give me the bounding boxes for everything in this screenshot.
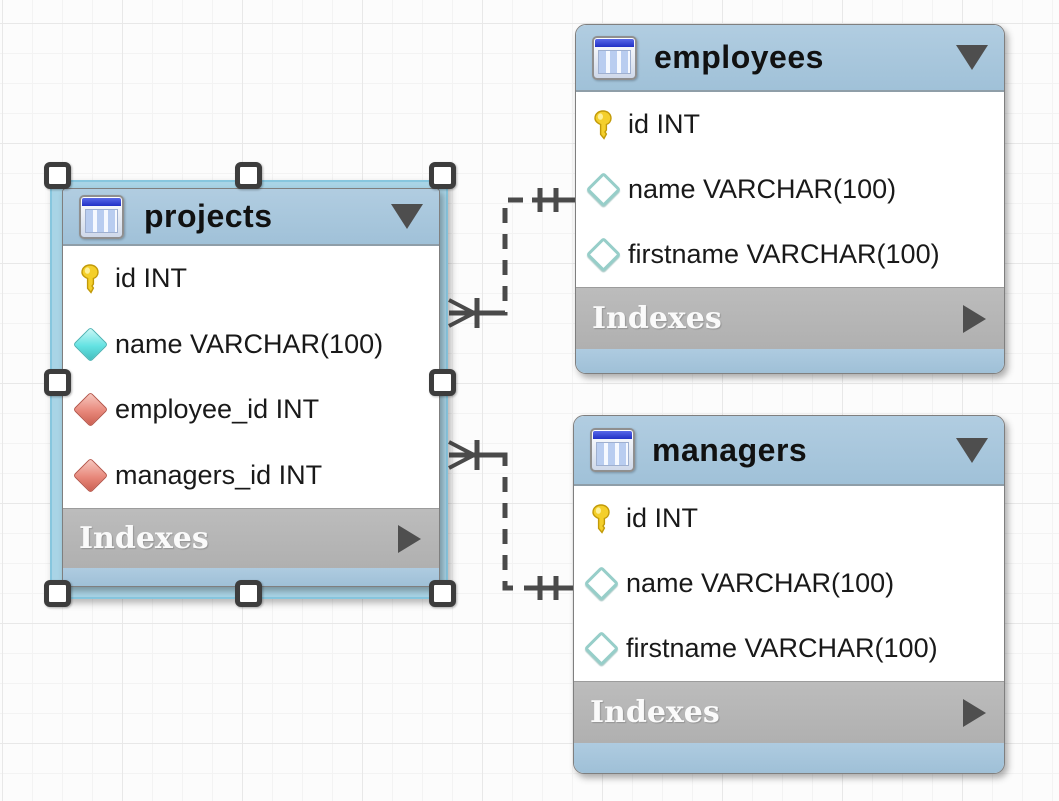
column-label: name VARCHAR(100) xyxy=(626,568,895,598)
relationship-projects-employees[interactable] xyxy=(448,188,575,328)
relationship-projects-managers[interactable] xyxy=(448,440,575,600)
column-row[interactable]: id INT xyxy=(63,246,439,312)
nullable-column-icon xyxy=(585,171,621,208)
column-row[interactable]: name VARCHAR(100) xyxy=(574,551,1004,616)
table-title: managers xyxy=(652,431,808,468)
table-title: projects xyxy=(144,198,273,234)
table-icon xyxy=(592,35,637,80)
indexes-section[interactable]: Indexes xyxy=(63,508,439,568)
column-row[interactable]: firstname VARCHAR(100) xyxy=(574,616,1004,681)
selection-handle-top-left[interactable] xyxy=(44,162,71,189)
nullable-column-icon xyxy=(583,565,619,602)
crow-foot-managers-side xyxy=(448,440,475,470)
selection-handle-bottom-center[interactable] xyxy=(235,580,262,607)
table-managers-columns: id INT name VARCHAR(100) firstname VARCH… xyxy=(574,486,1004,681)
table-footer xyxy=(574,743,1004,773)
table-employees-columns: id INT name VARCHAR(100) firstname VARCH… xyxy=(576,92,1004,287)
collapse-arrow-icon[interactable] xyxy=(956,437,988,463)
primary-key-icon xyxy=(585,503,617,534)
column-label: name VARCHAR(100) xyxy=(628,174,897,204)
expand-arrow-icon[interactable] xyxy=(963,698,986,727)
table-icon xyxy=(590,428,635,472)
table-managers[interactable]: managers id INT name VARCHAR(100) firstn… xyxy=(573,415,1005,774)
table-managers-header[interactable]: managers xyxy=(574,416,1004,486)
table-title: employees xyxy=(654,39,824,75)
column-row[interactable]: id INT xyxy=(576,92,1004,157)
column-row[interactable]: name VARCHAR(100) xyxy=(576,157,1004,222)
table-employees[interactable]: employees id INT name VARCHAR(100) first… xyxy=(575,24,1005,374)
column-row[interactable]: name VARCHAR(100) xyxy=(63,312,439,378)
collapse-arrow-icon[interactable] xyxy=(391,204,423,229)
selection-handle-bottom-left[interactable] xyxy=(44,580,71,607)
expand-arrow-icon[interactable] xyxy=(963,304,986,333)
cardinality-one-bars-employees xyxy=(537,188,559,212)
indexes-section[interactable]: Indexes xyxy=(576,287,1004,349)
table-projects[interactable]: projects id INT name VARCHAR(100) em xyxy=(62,188,440,587)
foreign-key-icon xyxy=(72,457,108,493)
indexes-section[interactable]: Indexes xyxy=(574,681,1004,743)
table-employees-header[interactable]: employees xyxy=(576,25,1004,92)
table-footer xyxy=(576,349,1004,373)
selection-handle-middle-right[interactable] xyxy=(429,369,456,396)
selection-handle-middle-left[interactable] xyxy=(44,369,71,396)
column-row[interactable]: firstname VARCHAR(100) xyxy=(576,222,1004,287)
nullable-column-icon xyxy=(585,236,621,273)
table-projects-columns: id INT name VARCHAR(100) employee_id INT… xyxy=(63,246,439,508)
primary-key-icon xyxy=(74,264,106,294)
table-icon xyxy=(79,194,124,239)
collapse-arrow-icon[interactable] xyxy=(956,45,988,70)
selection-halo-projects[interactable]: projects id INT name VARCHAR(100) em xyxy=(50,180,448,599)
expand-arrow-icon[interactable] xyxy=(398,524,421,553)
foreign-key-icon xyxy=(72,392,108,428)
column-label: name VARCHAR(100) xyxy=(115,328,384,359)
selection-handle-top-right[interactable] xyxy=(429,162,456,189)
nullable-column-icon xyxy=(583,630,619,667)
crow-foot-employees-side xyxy=(448,298,475,328)
table-projects-header[interactable]: projects xyxy=(63,189,439,246)
table-footer xyxy=(63,568,439,586)
column-label: firstname VARCHAR(100) xyxy=(626,633,938,663)
selection-handle-bottom-right[interactable] xyxy=(429,580,456,607)
indexes-label: Indexes xyxy=(590,695,720,730)
column-row[interactable]: managers_id INT xyxy=(63,443,439,509)
column-row[interactable]: id INT xyxy=(574,486,1004,551)
column-label: firstname VARCHAR(100) xyxy=(628,239,940,269)
primary-key-icon xyxy=(587,109,619,140)
column-label: managers_id INT xyxy=(115,459,323,490)
selection-handle-top-center[interactable] xyxy=(235,162,262,189)
column-label: id INT xyxy=(628,109,701,139)
column-label: employee_id INT xyxy=(115,394,320,425)
column-row[interactable]: employee_id INT xyxy=(63,377,439,443)
not-null-column-icon xyxy=(72,326,108,362)
column-label: id INT xyxy=(115,263,188,294)
indexes-label: Indexes xyxy=(79,521,209,556)
cardinality-one-bars-managers xyxy=(537,576,559,600)
indexes-label: Indexes xyxy=(592,301,722,336)
column-label: id INT xyxy=(626,503,699,533)
